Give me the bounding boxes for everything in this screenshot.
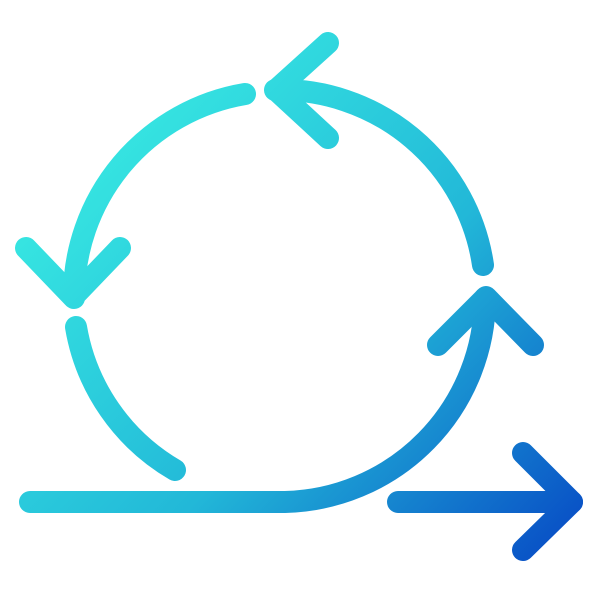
arc-top-left: [62, 83, 256, 309]
arrowhead-up: [427, 286, 544, 356]
arc-top-right: [264, 78, 494, 276]
arc-bottom-left: [65, 316, 186, 481]
exit-arrowhead: [512, 442, 583, 561]
arrowhead-down: [15, 237, 131, 308]
baseline-to-arc: [19, 287, 496, 513]
arrowhead-top-left: [265, 32, 339, 149]
